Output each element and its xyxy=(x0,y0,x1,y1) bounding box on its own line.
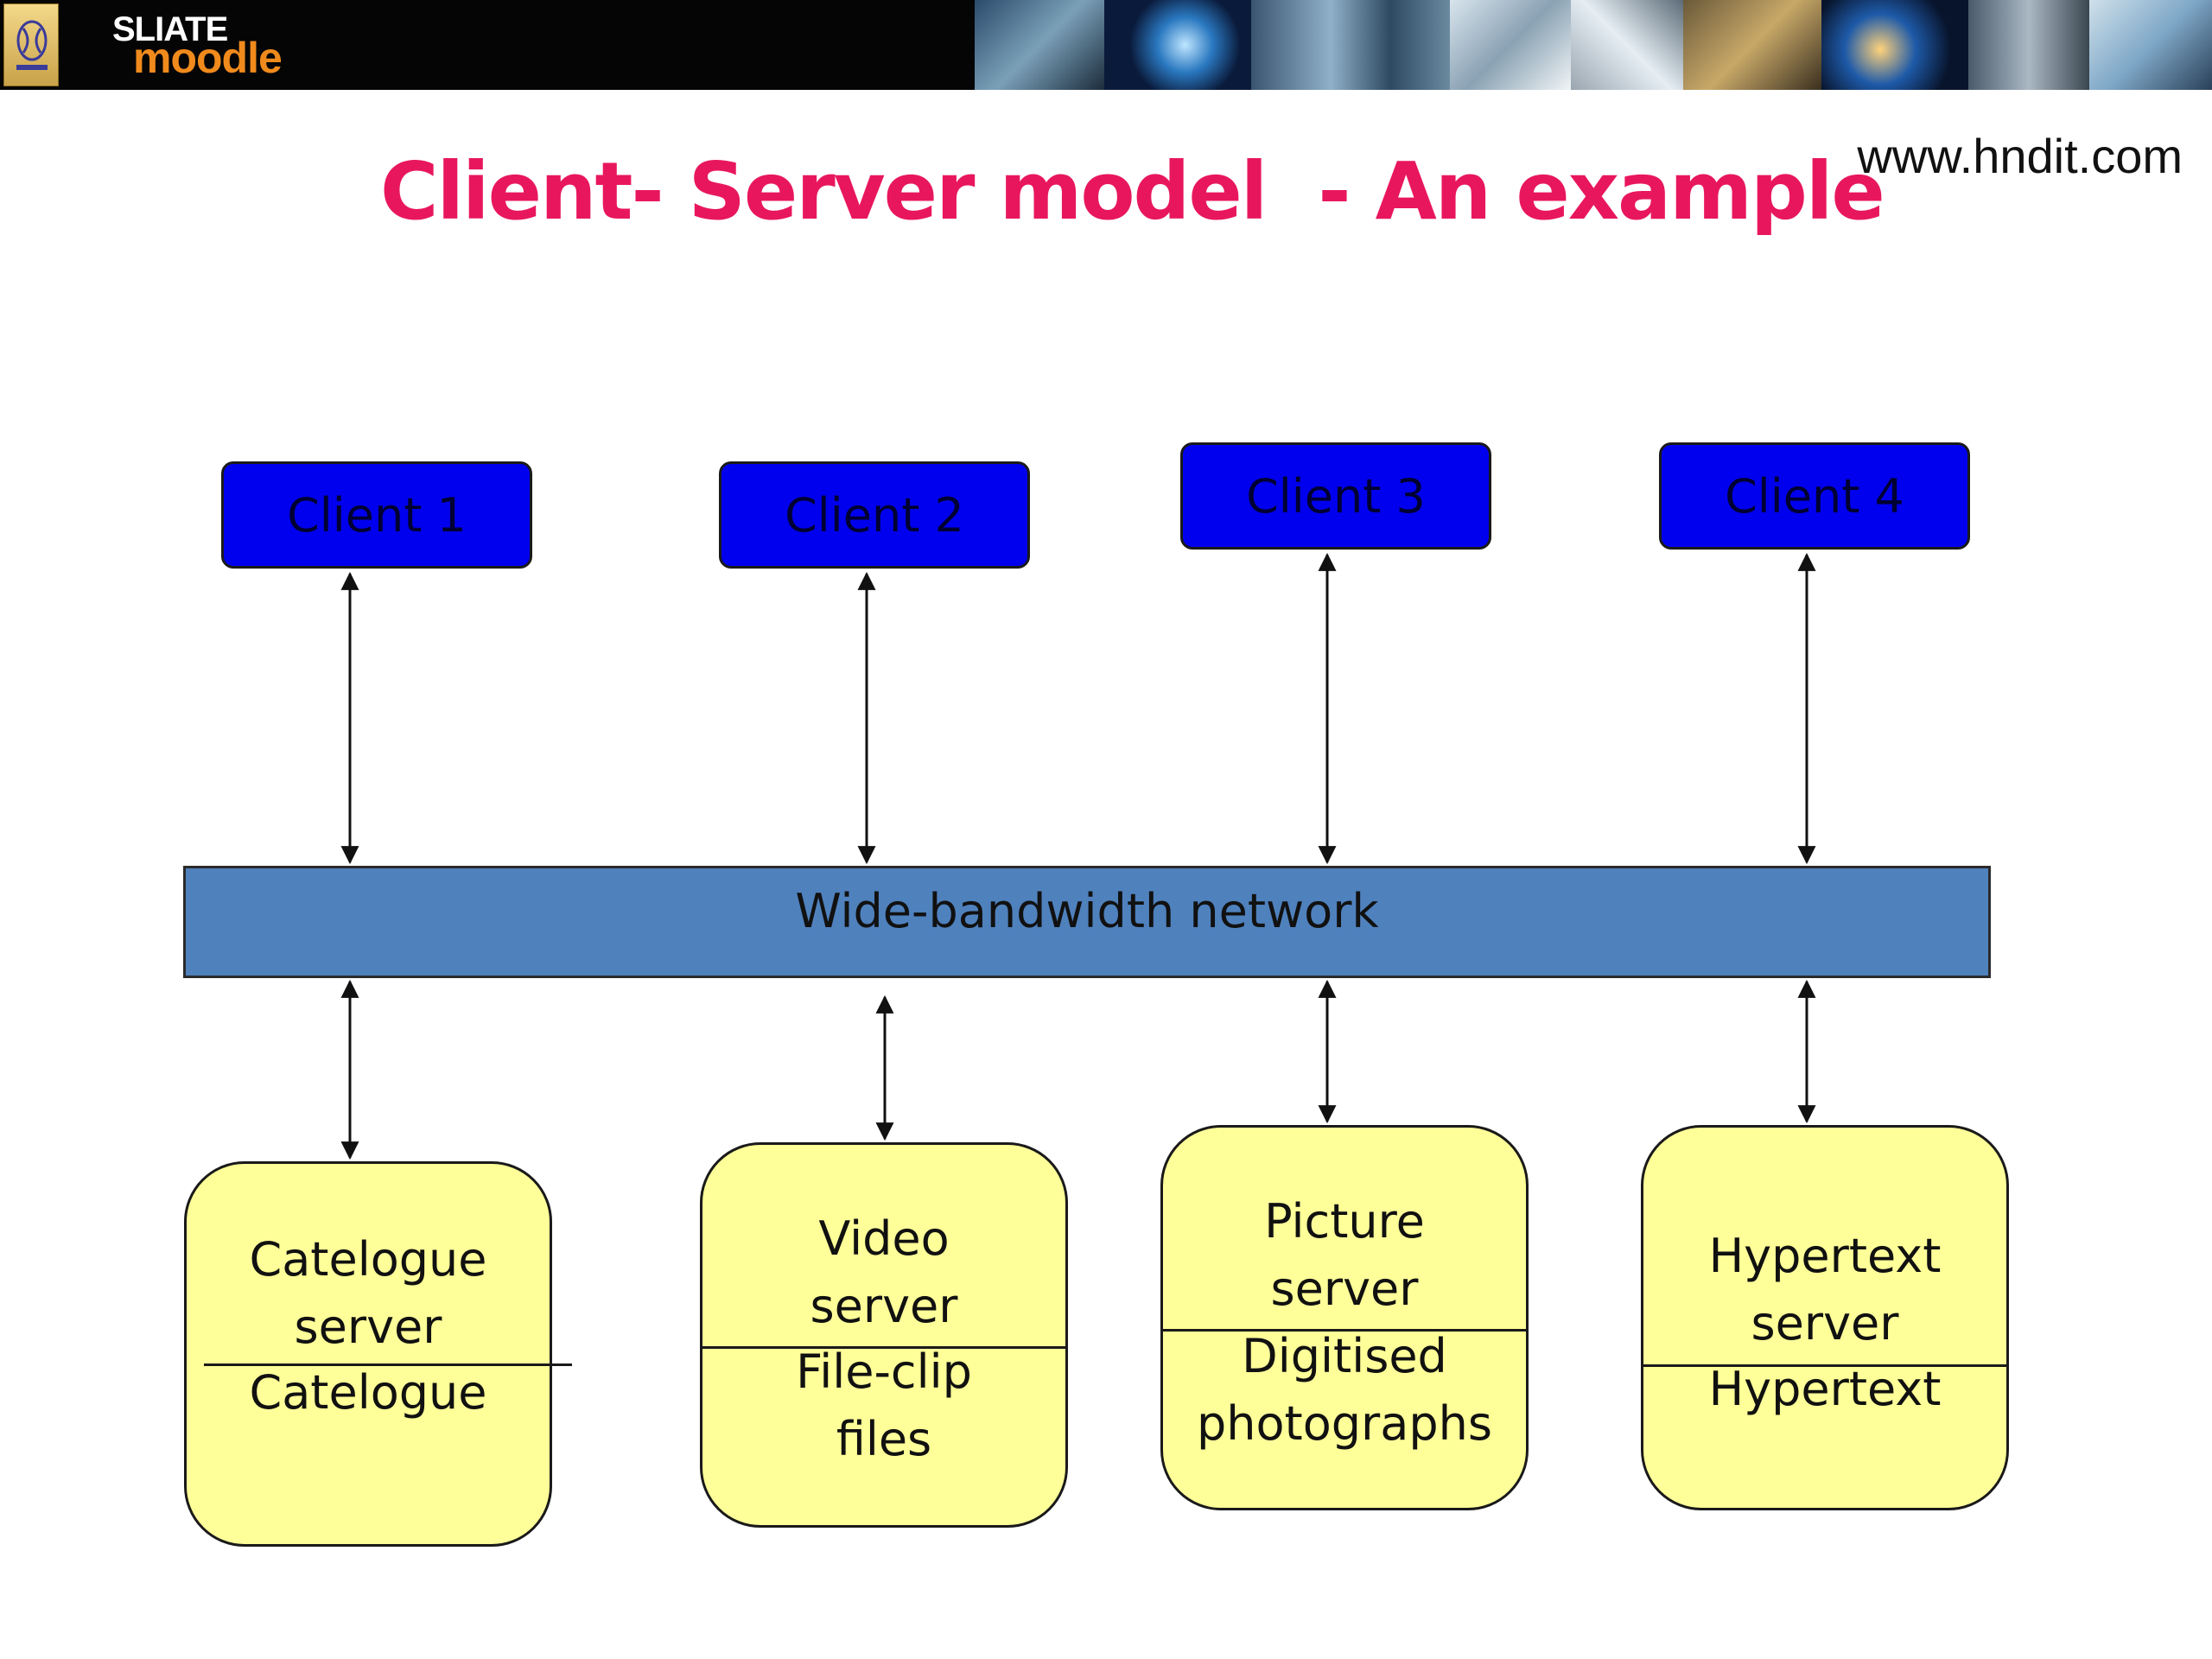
video-server-divider xyxy=(702,1346,1065,1349)
server-content: File-clip files xyxy=(796,1344,972,1466)
server-content: Digitised photographs xyxy=(1197,1329,1492,1451)
hypertext-server-node: Hypertext server Hypertext xyxy=(1641,1125,2009,1510)
server-name: Video server xyxy=(810,1211,958,1333)
site-url: www.hndit.com xyxy=(1857,129,2183,183)
server-name: Hypertext server xyxy=(1708,1229,1942,1351)
client-4-node: Client 4 xyxy=(1659,442,1970,550)
client-3-node: Client 3 xyxy=(1180,442,1491,550)
catalogue-server-divider xyxy=(204,1363,572,1366)
client-1-node: Client 1 xyxy=(221,461,532,569)
server-content: Catelogue xyxy=(249,1365,487,1420)
picture-server-node: Picture server Digitised photographs xyxy=(1160,1125,1529,1510)
slide-title: Client- Server model - An example xyxy=(380,145,1885,238)
brand-top-text: SLIATE xyxy=(112,10,228,48)
brand-logo: SLIATE moodle xyxy=(111,7,318,85)
network-bar: Wide-bandwidth network xyxy=(183,866,1991,978)
brand-bottom-text: moodle xyxy=(133,34,283,82)
server-name: Picture server xyxy=(1264,1194,1425,1316)
client-2-node: Client 2 xyxy=(719,461,1030,569)
picture-server-divider xyxy=(1163,1329,1526,1332)
photo-collage-icon xyxy=(975,0,2212,90)
header-banner: SLIATE moodle xyxy=(0,0,2212,90)
server-content: Hypertext xyxy=(1708,1362,1942,1416)
catalogue-server-node: Catelogue server Catelogue xyxy=(184,1161,552,1547)
server-name: Catelogue server xyxy=(249,1232,487,1354)
video-server-node: Video server File-clip files xyxy=(700,1142,1068,1528)
emblem-icon xyxy=(3,3,59,86)
hypertext-server-divider xyxy=(1643,1364,2006,1367)
